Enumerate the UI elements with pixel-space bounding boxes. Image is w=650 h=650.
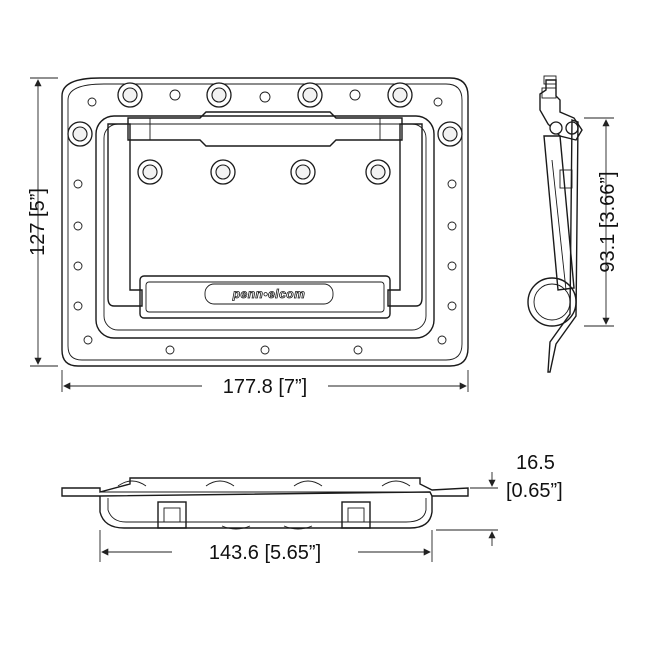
side-mounting-holes bbox=[73, 179, 457, 355]
front-plate-outline bbox=[61, 77, 469, 367]
front-view: penn•elcom bbox=[61, 77, 469, 367]
depth-label-in: [0.65”] bbox=[506, 480, 563, 502]
recess-outline bbox=[95, 115, 435, 339]
side-grip-section bbox=[527, 277, 577, 327]
handle-frame bbox=[107, 123, 143, 307]
bottom-hinge-tab-right bbox=[341, 501, 371, 529]
side-plate-profile bbox=[547, 119, 579, 373]
front-plate-inner-edge bbox=[67, 83, 463, 361]
side-bracket bbox=[539, 79, 583, 141]
bottom-hinge-tab-left bbox=[157, 501, 187, 529]
top-boss-row bbox=[67, 82, 463, 147]
depth-label-mm: 16.5 bbox=[516, 452, 555, 474]
recess-inner-edge bbox=[103, 123, 427, 331]
height-label: 127 [5”] bbox=[27, 188, 49, 256]
depth-dimension: 16.5 [0.65”] bbox=[436, 452, 563, 546]
bottom-view bbox=[61, 477, 469, 530]
side-height-dimension: 93.1 [3.66”] bbox=[584, 117, 619, 327]
bottom-flange bbox=[61, 477, 469, 497]
recess-width-label: 143.6 [5.65”] bbox=[209, 542, 321, 564]
side-view bbox=[527, 75, 583, 373]
width-dimension: 177.8 [7”] bbox=[61, 370, 469, 398]
logo-text: penn•elcom bbox=[232, 287, 306, 301]
width-label: 177.8 [7”] bbox=[223, 376, 308, 398]
side-handle-arm bbox=[543, 135, 575, 291]
height-dimension: 127 [5”] bbox=[27, 77, 58, 367]
side-height-label: 93.1 [3.66”] bbox=[597, 171, 619, 272]
handle-grip bbox=[139, 275, 391, 319]
recess-width-dimension: 143.6 [5.65”] bbox=[99, 530, 433, 564]
hinge-bar bbox=[127, 111, 403, 147]
handle-rivets bbox=[137, 159, 391, 185]
logo-plate bbox=[204, 283, 334, 305]
bottom-recess bbox=[99, 496, 433, 529]
